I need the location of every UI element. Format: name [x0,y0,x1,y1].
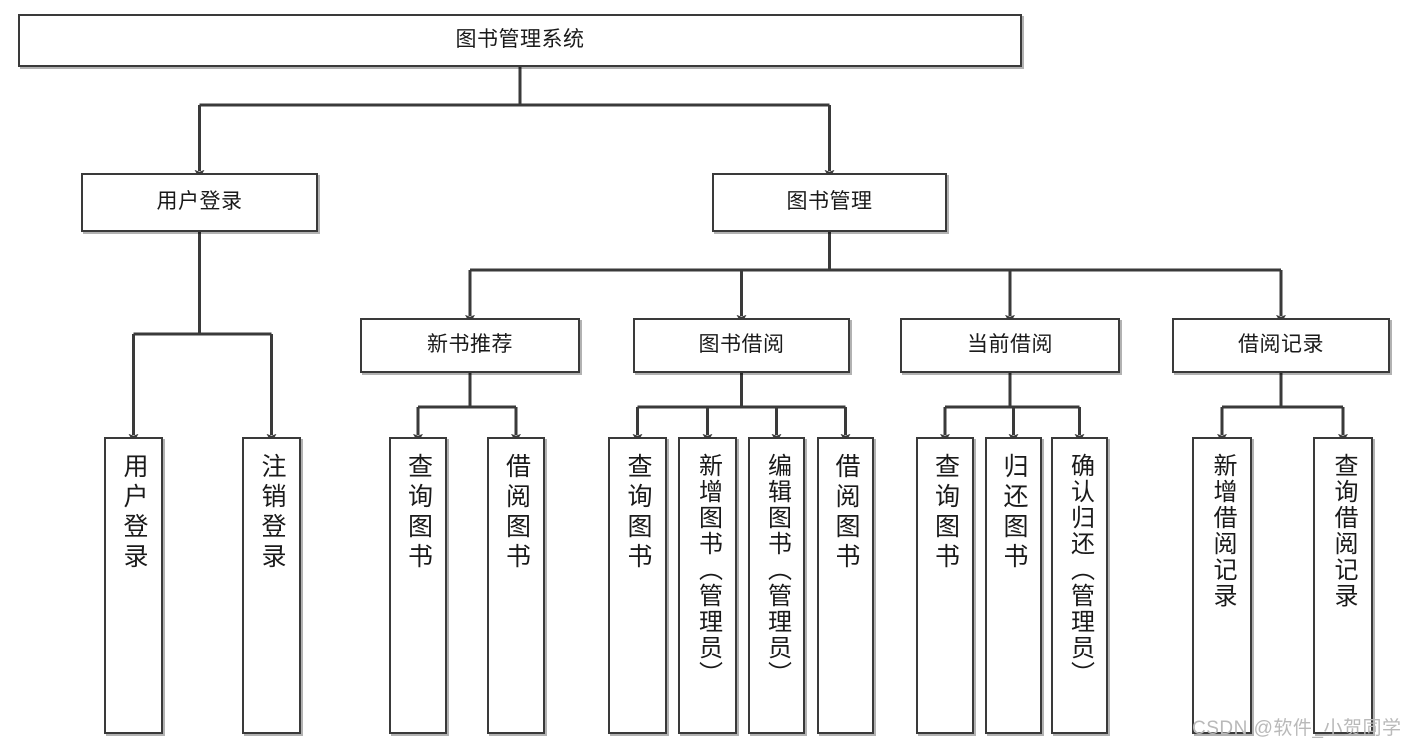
node-label-login: 用户登录 [156,190,243,214]
node-label-newbook: 新书推荐 [427,333,513,357]
node-login[interactable]: 用户登录 [81,173,318,232]
node-label-l-ret: 归还图书 [1000,453,1028,573]
node-l-login[interactable]: 用户登录 [104,437,163,734]
node-l-q3[interactable]: 查询图书 [916,437,974,734]
watermark-text: CSDN @软件_小贺同学 [1192,718,1402,739]
node-l-add[interactable]: 新增图书（管理员） [678,437,737,734]
node-label-l-qrec: 查询借阅记录 [1330,453,1357,609]
tree-connectors [128,67,1348,443]
node-label-l-add: 新增图书（管理员） [694,453,722,687]
node-l-q2[interactable]: 查询图书 [608,437,667,734]
node-borrow[interactable]: 图书借阅 [633,318,850,373]
node-l-b1[interactable]: 借阅图书 [487,437,545,734]
node-label-l-addrec: 新增借阅记录 [1209,453,1236,609]
node-root[interactable]: 图书管理系统 [18,14,1022,67]
node-label-borrow: 图书借阅 [698,333,785,357]
node-l-addrec[interactable]: 新增借阅记录 [1192,437,1252,734]
node-label-l-q3: 查询图书 [931,453,960,573]
node-label-current: 当前借阅 [967,333,1053,357]
node-label-l-edit: 编辑图书（管理员） [763,453,791,687]
node-label-root: 图书管理系统 [455,28,585,52]
node-bookmgmt[interactable]: 图书管理 [712,173,947,232]
node-l-logout[interactable]: 注销登录 [242,437,301,734]
node-l-conf[interactable]: 确认归还（管理员） [1051,437,1108,734]
node-label-l-b2: 借阅图书 [832,453,860,573]
node-newbook[interactable]: 新书推荐 [360,318,580,373]
node-label-l-conf: 确认归还（管理员） [1066,453,1094,687]
node-current[interactable]: 当前借阅 [900,318,1120,373]
node-l-ret[interactable]: 归还图书 [985,437,1042,734]
node-l-edit[interactable]: 编辑图书（管理员） [748,437,805,734]
node-l-b2[interactable]: 借阅图书 [817,437,874,734]
node-l-q1[interactable]: 查询图书 [389,437,447,734]
node-label-l-q1: 查询图书 [404,453,433,573]
node-label-l-logout: 注销登录 [258,453,286,573]
node-records[interactable]: 借阅记录 [1172,318,1390,373]
node-label-bookmgmt: 图书管理 [786,190,873,214]
node-l-qrec[interactable]: 查询借阅记录 [1313,437,1373,734]
node-label-l-b1: 借阅图书 [502,453,531,573]
node-label-l-q2: 查询图书 [624,453,652,573]
node-label-l-login: 用户登录 [120,453,148,573]
node-label-records: 借阅记录 [1238,333,1324,357]
